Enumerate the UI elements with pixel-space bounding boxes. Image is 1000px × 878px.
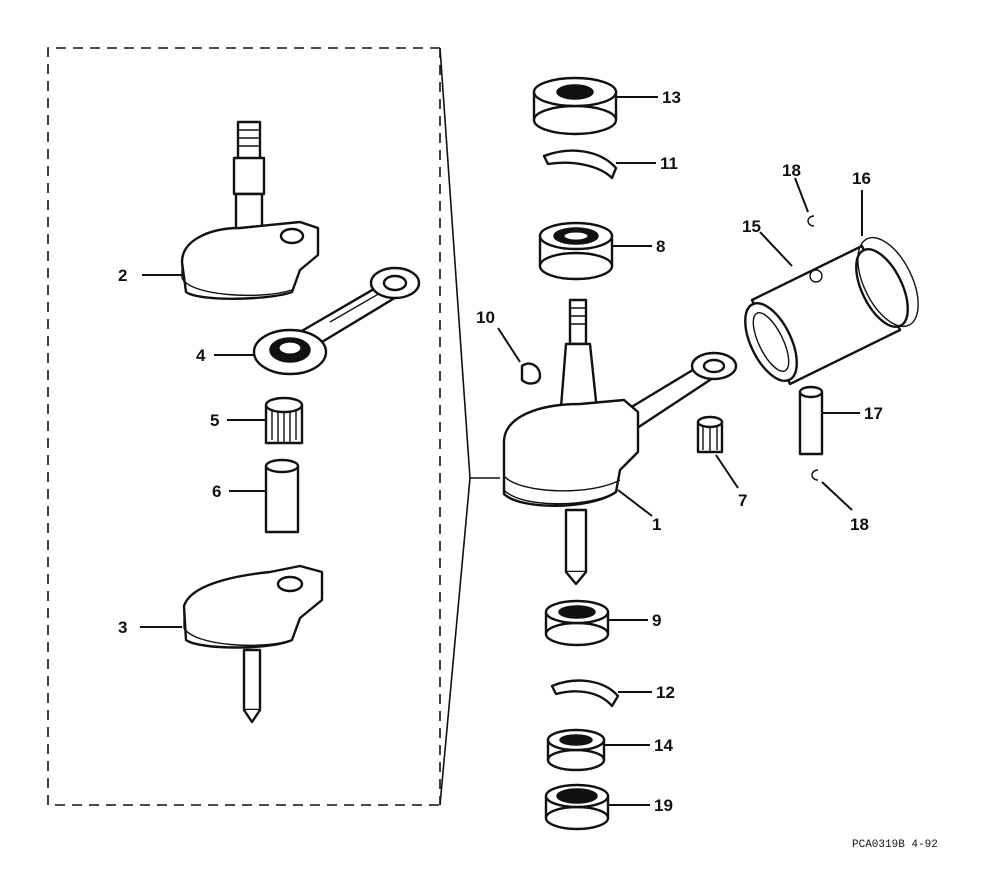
- callout-9: 9: [652, 611, 661, 630]
- callout-18-bottom: 18: [850, 515, 869, 534]
- pin-clip-icon: [807, 215, 819, 481]
- callout-16: 16: [852, 169, 871, 188]
- crank-pin-icon: [264, 458, 300, 534]
- callout-18-top: 18: [782, 161, 801, 180]
- lower-crank-half-icon: [182, 564, 324, 724]
- callout-labels: 1 2 3 4 5 6 7 8 9 10 11 12 13 14 15 16 1…: [118, 88, 883, 815]
- callout-13: 13: [662, 88, 681, 107]
- woodruff-key-icon: [520, 362, 542, 385]
- retaining-ring-icon: [550, 679, 620, 708]
- connecting-rod-icon: [252, 266, 421, 376]
- callout-6: 6: [212, 482, 221, 501]
- leader-lines: [140, 96, 863, 806]
- callout-12: 12: [656, 683, 675, 702]
- callout-2: 2: [118, 266, 127, 285]
- upper-crank-half-icon: [180, 120, 320, 300]
- piston-icon: [744, 244, 909, 386]
- callout-10: 10: [476, 308, 495, 327]
- callout-17: 17: [864, 404, 883, 423]
- callout-1: 1: [652, 515, 661, 534]
- callout-4: 4: [196, 346, 206, 365]
- piston-pin-icon: [798, 385, 824, 456]
- callout-19: 19: [654, 796, 673, 815]
- ball-bearing-icon: [546, 728, 606, 772]
- callout-7: 7: [738, 491, 747, 510]
- subassembly-boundary: [47, 47, 500, 806]
- callout-14: 14: [654, 736, 673, 755]
- retaining-ring-icon: [542, 149, 618, 180]
- crankshaft-assembly-icon: [502, 298, 738, 586]
- ball-bearing-icon: [544, 783, 610, 831]
- needle-bearing-icon: [264, 396, 304, 445]
- piston-ring-icon: [857, 236, 919, 328]
- callout-3: 3: [118, 618, 127, 637]
- callout-8: 8: [656, 237, 665, 256]
- callout-5: 5: [210, 411, 219, 430]
- callout-15: 15: [742, 217, 761, 236]
- callout-11: 11: [660, 154, 678, 173]
- drawing-code: PCA0319B 4-92: [852, 839, 938, 851]
- ball-bearing-icon: [538, 221, 614, 281]
- ball-bearing-icon: [544, 599, 610, 647]
- oil-seal-icon: [532, 76, 618, 136]
- needle-bearing-icon: [696, 415, 724, 454]
